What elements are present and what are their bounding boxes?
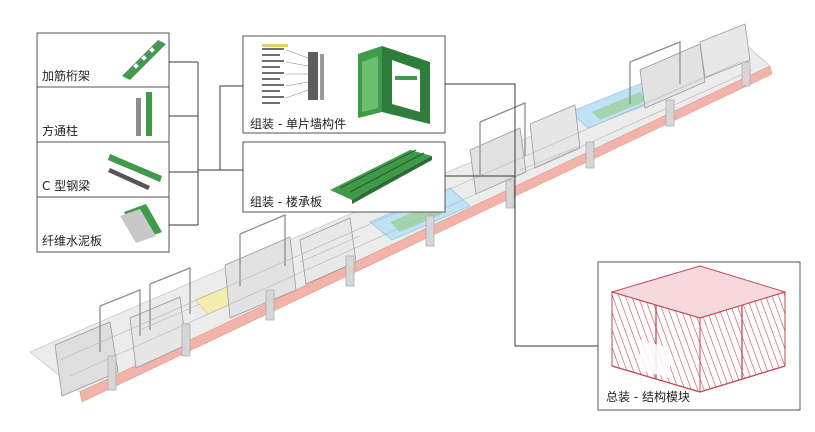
module-frame-icon — [610, 265, 787, 393]
component-label-c-beam: C 型钢梁 — [42, 179, 91, 193]
c-beam-icon — [108, 154, 162, 190]
component-bracket — [169, 61, 243, 226]
gantries — [99, 41, 681, 352]
floor-slab-icon — [330, 149, 432, 204]
stage-label-module: 总装 - 结构模块 — [606, 390, 690, 404]
factory-line — [29, 23, 773, 403]
stage-label-wall: 组装 - 单片墙构件 — [250, 117, 346, 131]
component-label-board: 纤维水泥板 — [42, 234, 103, 248]
green-panels-1 — [592, 92, 648, 120]
machinery — [54, 23, 751, 397]
truss-icon — [122, 40, 166, 80]
pillars — [107, 61, 751, 391]
column-icon — [136, 92, 152, 136]
fiber-cement-board-icon — [120, 204, 162, 243]
wall-parts-icon — [262, 44, 324, 104]
stage-label-floor: 组装 - 楼承板 — [250, 195, 322, 209]
wall-panel-icon — [358, 46, 430, 124]
assembly-connector — [445, 83, 598, 347]
component-label-column: 方通柱 — [42, 124, 79, 138]
component-label-truss: 加筋桁架 — [42, 69, 91, 83]
